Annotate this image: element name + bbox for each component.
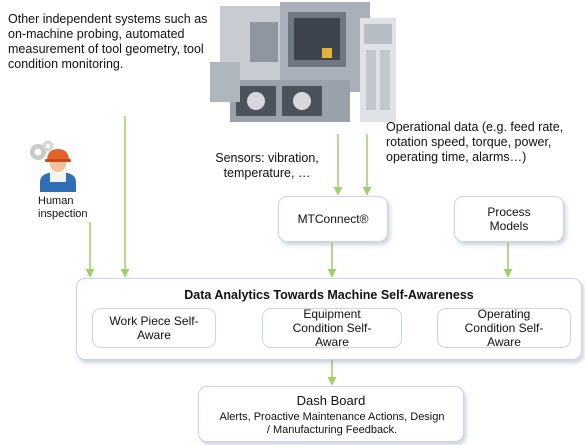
worker-icon <box>28 140 88 195</box>
operating-condition-self-aware-box: Operating Condition Self-Aware <box>437 307 571 349</box>
process-models-box: Process Models <box>454 196 564 242</box>
operating-condition-label: Operating Condition Self-Aware <box>464 307 544 349</box>
dashboard-details: Alerts, Proactive Maintenance Actions, D… <box>219 411 445 436</box>
work-piece-self-aware-box: Work Piece Self-Aware <box>92 308 216 348</box>
equipment-condition-self-aware-box: Equipment Condition Self-Aware <box>262 307 402 349</box>
process-models-label: Process Models <box>487 205 531 233</box>
work-piece-label: Work Piece Self-Aware <box>109 314 199 342</box>
dashboard-box: Dash Board Alerts, Proactive Maintenance… <box>198 386 464 442</box>
data-analytics-title: Data Analytics Towards Machine Self-Awar… <box>184 288 474 302</box>
equipment-condition-label: Equipment Condition Self-Aware <box>292 307 372 349</box>
mtconnect-label: MTConnect® <box>297 212 369 226</box>
sensors-note: Sensors: vibration, temperature, … <box>215 151 319 180</box>
machine-tool-illustration <box>210 2 400 130</box>
mtconnect-box: MTConnect® <box>278 196 388 242</box>
operational-data-note: Operational data (e.g. feed rate, rotati… <box>386 120 564 164</box>
human-inspection-label: Human inspection <box>38 195 88 220</box>
dashboard-title: Dash Board <box>296 393 366 408</box>
independent-systems-note: Other independent systems such as on-mac… <box>8 12 208 71</box>
